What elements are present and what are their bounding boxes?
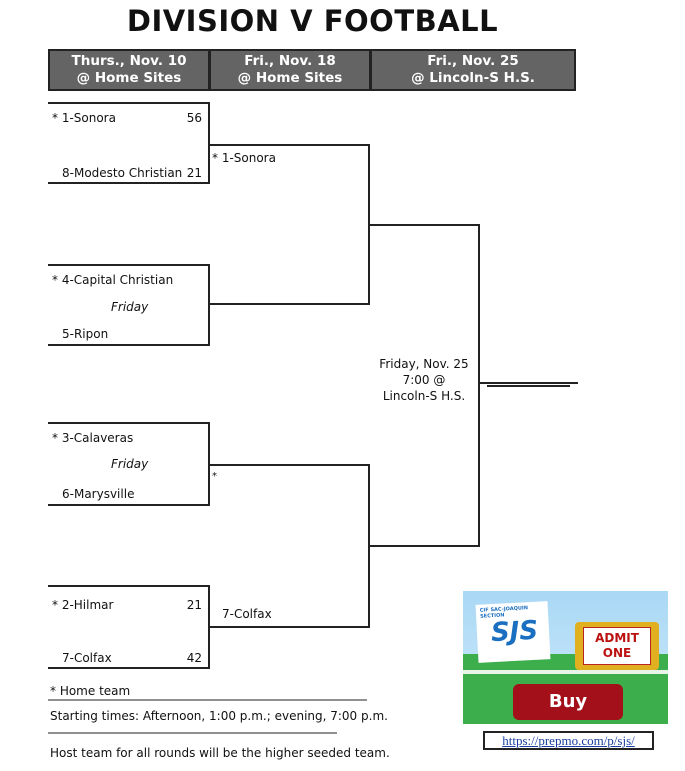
starting-times-note: Starting times: Afternoon, 1:00 p.m.; ev…: [50, 709, 388, 723]
score-r1-m1-bottom: 21: [186, 166, 202, 180]
round-3-header: Fri., Nov. 25@ Lincoln-S H.S.: [372, 51, 574, 89]
host-team-note: Host team for all rounds will be the hig…: [50, 746, 390, 760]
team-r1-m4-top: * 2-Hilmar: [52, 598, 114, 612]
team-r1-m3-bottom: 6-Marysville: [62, 487, 135, 501]
score-r1-m4-top: 21: [186, 598, 202, 612]
tickets-link[interactable]: https://prepmo.com/p/sjs/: [502, 733, 635, 748]
round-header-bar: Thurs., Nov. 10@ Home Sites Fri., Nov. 1…: [48, 49, 576, 91]
game-note: Friday: [111, 457, 149, 471]
team-r1-m1-top: * 1-Sonora: [52, 111, 116, 125]
page-title: DIVISION V FOOTBALL: [126, 4, 499, 38]
game-note: Friday: [111, 300, 149, 314]
home-team-note: * Home team: [50, 684, 131, 698]
team-r2-m1-top: * 1-Sonora: [212, 151, 276, 165]
bracket-r2-m1: [209, 144, 370, 305]
sjs-logo: CIF SAC-JOAQUIN SECTION SJS: [475, 601, 551, 663]
team-r1-m3-top: * 3-Calaveras: [52, 431, 134, 445]
team-r2-m2-top: *: [212, 471, 217, 482]
team-r1-m2-bottom: 5-Ripon: [62, 327, 109, 341]
round-2-header: Fri., Nov. 18@ Home Sites: [211, 51, 369, 89]
buy-tickets-button[interactable]: Buy Tickets: [513, 684, 623, 720]
team-r1-m2-top: * 4-Capital Christian: [52, 273, 174, 287]
bracket-r3: [369, 224, 480, 547]
tickets-link-box: https://prepmo.com/p/sjs/: [483, 731, 654, 750]
ad-stripe: [463, 670, 668, 674]
score-r1-m1-top: 56: [186, 111, 202, 125]
round-1-header: Thurs., Nov. 10@ Home Sites: [50, 51, 208, 89]
team-r1-m4-bottom: 7-Colfax: [62, 651, 112, 665]
score-r1-m4-bottom: 42: [186, 651, 202, 665]
team-r1-m1-bottom: 8-Modesto Christian: [62, 166, 183, 180]
footer-dividers: [48, 699, 367, 734]
ticket-ad-banner[interactable]: CIF SAC-JOAQUIN SECTION SJS ADMIT ONE Bu…: [463, 591, 668, 724]
bracket-champion-line: [479, 382, 578, 387]
team-r2-m2-bottom: 7-Colfax: [222, 607, 272, 621]
bracket-r2-m2: [209, 464, 370, 628]
admit-one-ticket-icon: ADMIT ONE: [575, 622, 659, 670]
bracket-r1-m1: [48, 102, 210, 184]
